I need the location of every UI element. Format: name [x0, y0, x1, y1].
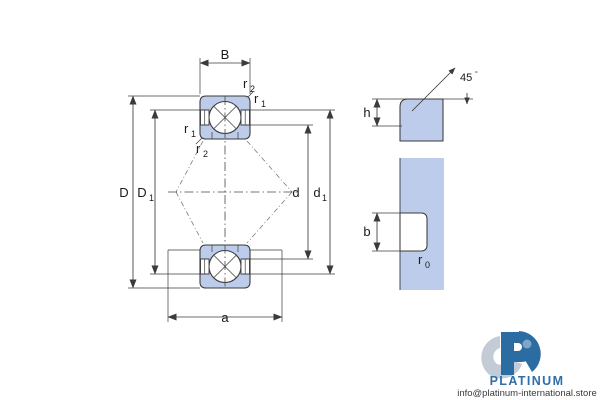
- label-D1-group: D 1: [137, 185, 154, 203]
- label-b: b: [363, 224, 370, 239]
- label-r2-top-sub: 2: [250, 84, 255, 94]
- label-r2-left-lower: r: [196, 141, 201, 156]
- label-r1-top-right-sub: 1: [261, 99, 266, 109]
- bearing-section-view: D D 1 d d 1 B a r 2 r 1 r 1 r 2: [119, 47, 335, 325]
- dimension-lines: [129, 59, 334, 321]
- label-a: a: [221, 310, 229, 325]
- label-r1-left-sub: 1: [191, 129, 196, 139]
- label-D: D: [119, 185, 128, 200]
- label-r1-left: r: [184, 121, 189, 136]
- watermark-brand: PLATINUM: [490, 374, 565, 388]
- label-d1-sub: 1: [322, 193, 327, 203]
- label-r1-top-right-group: r 1: [254, 91, 266, 109]
- label-d: d: [292, 185, 299, 200]
- platinum-watermark: PLATINUM info@platinum-international.sto…: [457, 331, 597, 399]
- groove-cutout: [399, 212, 428, 252]
- label-d1: d: [313, 185, 320, 200]
- leader-r1-top-right: [247, 91, 254, 98]
- diamond-edge-upper-right: [246, 140, 293, 193]
- label-r1-top-right: r: [254, 91, 259, 106]
- label-r2-left-lower-sub: 2: [203, 149, 208, 159]
- label-h: h: [363, 105, 370, 120]
- chamfer-body: [399, 98, 444, 142]
- logo-accent-dot: [522, 339, 532, 349]
- label-r0-sub: 0: [425, 260, 430, 270]
- diamond-edge-upper-left: [175, 140, 204, 193]
- extension-lines: [128, 58, 335, 322]
- label-r0-group: r 0: [418, 252, 430, 270]
- diamond-edge-lower-left: [175, 191, 204, 244]
- label-D1: D: [137, 185, 146, 200]
- label-r2-top-group: r 2: [243, 76, 255, 94]
- label-45: 45: [460, 72, 472, 84]
- groove-detail-view: b r 0: [363, 158, 444, 290]
- label-degree-symbol: °: [475, 70, 478, 78]
- angle-leader-line: [411, 67, 456, 112]
- label-B: B: [221, 47, 230, 62]
- chamfer-leader-lines: [195, 91, 254, 145]
- label-r1-left-group: r 1: [184, 121, 196, 139]
- label-r2-left-lower-group: r 2: [196, 141, 208, 159]
- label-r0: r: [418, 252, 423, 267]
- diamond-edge-lower-right: [246, 191, 293, 244]
- watermark-email: info@platinum-international.store: [457, 388, 597, 399]
- label-r2-top: r: [243, 76, 248, 91]
- chamfer-detail-view: h 45 °: [363, 67, 478, 142]
- label-45deg-group: 45 °: [460, 70, 478, 84]
- leader-r2-left-lower: [195, 137, 203, 145]
- label-D1-sub: 1: [149, 193, 154, 203]
- label-d1-group: d 1: [313, 185, 327, 203]
- contact-angle-diamond: [175, 140, 293, 244]
